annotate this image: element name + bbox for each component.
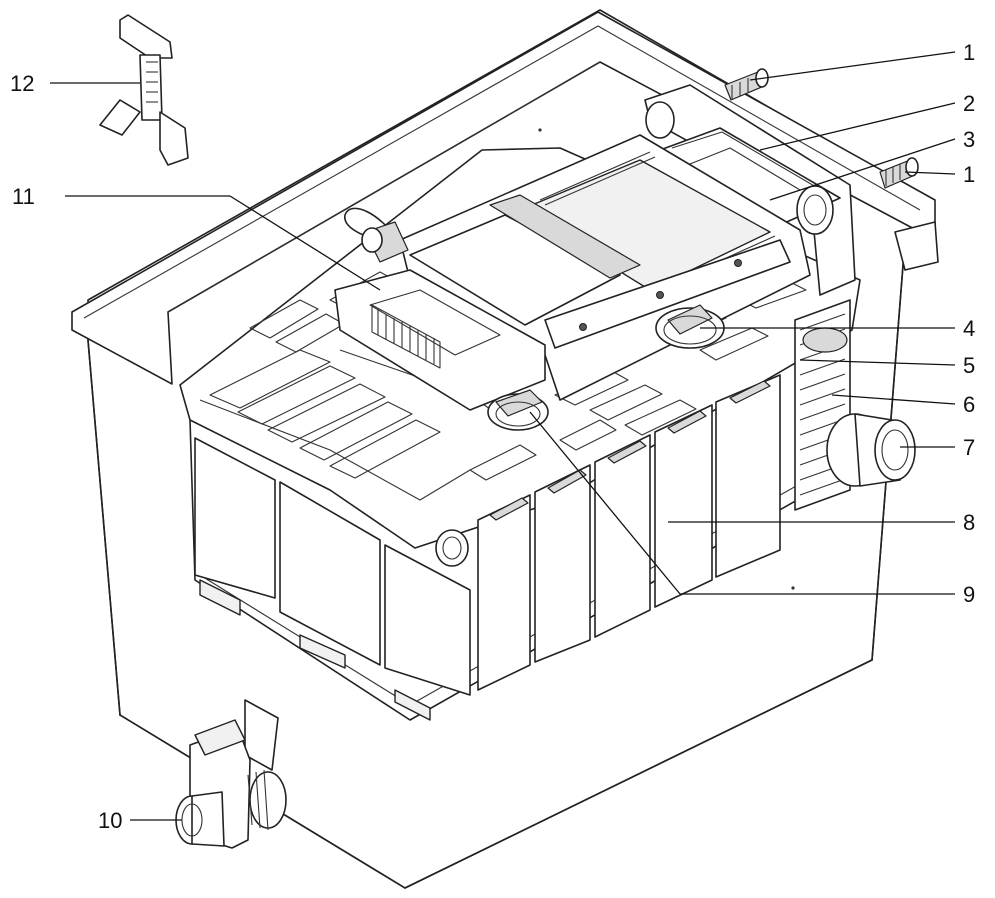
top-unit bbox=[344, 84, 856, 401]
leader-11 bbox=[229, 195, 381, 291]
basket bbox=[334, 269, 546, 411]
callout-8: 8 bbox=[963, 510, 975, 535]
valve-part-10 bbox=[175, 699, 287, 849]
leader-6 bbox=[831, 394, 956, 405]
callout-5: 5 bbox=[963, 353, 975, 378]
clip-part-12 bbox=[99, 14, 189, 166]
knob-9 bbox=[487, 389, 549, 431]
callout-9: 9 bbox=[963, 582, 975, 607]
callout-2: 2 bbox=[963, 91, 975, 116]
leader-3 bbox=[769, 138, 956, 201]
callout-7: 7 bbox=[963, 435, 975, 460]
callout-1-side: 1 bbox=[963, 162, 975, 187]
callout-12: 12 bbox=[10, 71, 34, 96]
leader-1-side bbox=[904, 171, 956, 175]
callout-labels: 1 2 3 1 11 12 4 5 6 7 8 9 10 bbox=[10, 40, 975, 833]
leader-lines bbox=[50, 51, 956, 821]
side-inlets bbox=[435, 68, 919, 567]
callout-11: 11 bbox=[12, 184, 35, 209]
leader-2 bbox=[759, 102, 956, 151]
filter-chambers bbox=[194, 374, 781, 721]
leader-5 bbox=[799, 359, 956, 366]
callout-1-top: 1 bbox=[963, 40, 975, 65]
callout-3: 3 bbox=[963, 127, 975, 152]
callout-4: 4 bbox=[963, 316, 975, 341]
callout-10: 10 bbox=[98, 808, 122, 833]
leader-1-top bbox=[749, 51, 956, 81]
callout-6: 6 bbox=[963, 392, 975, 417]
leader-9a bbox=[529, 411, 681, 595]
